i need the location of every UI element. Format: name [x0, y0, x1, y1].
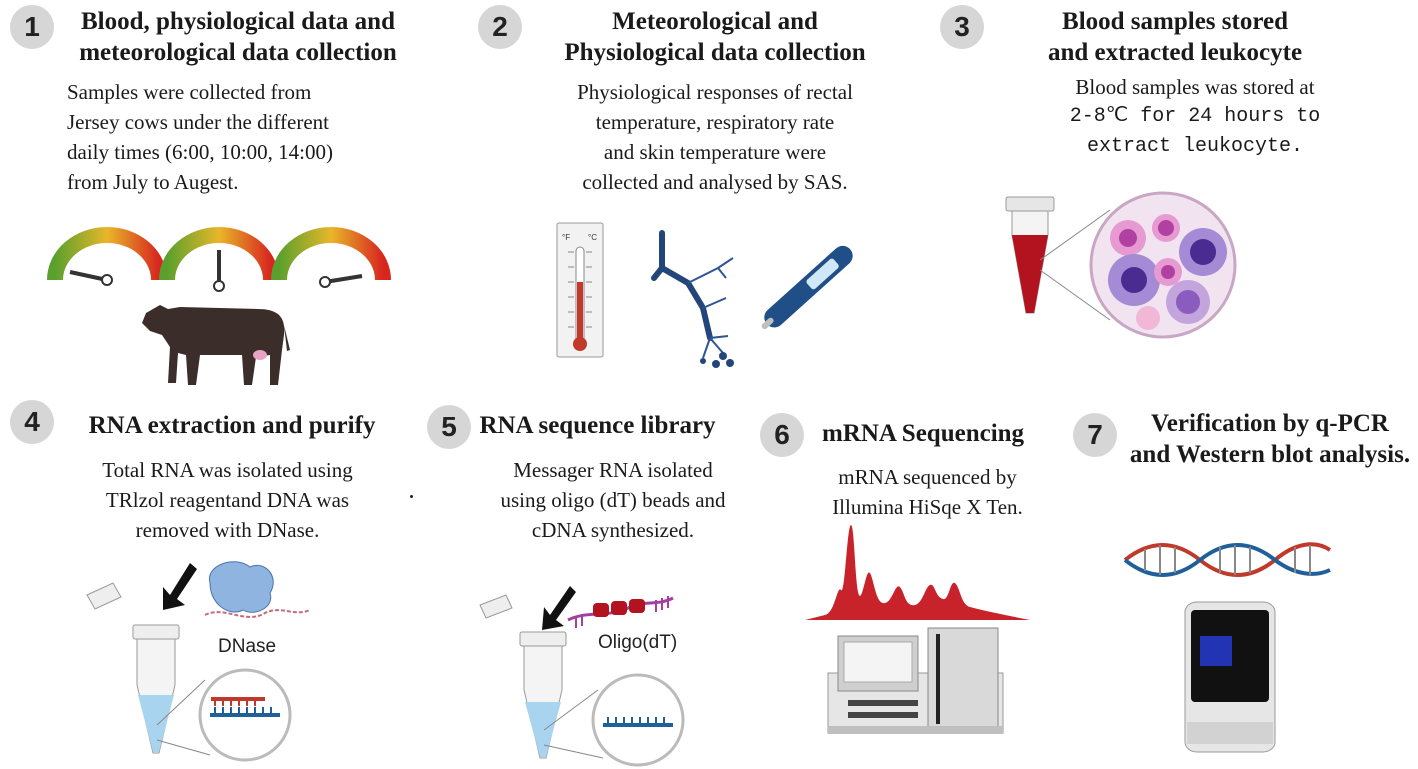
step-title-line: Blood samples stored	[1062, 8, 1288, 35]
step-title-line: RNA extraction and purify	[88, 412, 376, 439]
desc-line: TRlzol reagentand DNA was	[105, 488, 350, 512]
step-number-badge: 2	[478, 5, 522, 49]
cow-icon	[142, 305, 290, 385]
lungs-icon	[651, 230, 734, 368]
arrow-icon	[542, 586, 576, 630]
step-title-line: Verification by q-PCR	[1151, 410, 1389, 437]
step-title: Blood samples stored and extracted leuko…	[1015, 6, 1335, 68]
desc-line: daily times (6:00, 10:00, 14:00)	[67, 140, 333, 164]
step-title: Meteorological and Physiological data co…	[540, 6, 890, 68]
thermometer-icon: °F °C	[556, 222, 604, 358]
sequencing-peaks-icon	[805, 525, 1030, 620]
step-title-line: RNA sequence library	[479, 412, 716, 439]
stray-dot	[410, 495, 413, 498]
step-number-badge: 4	[10, 400, 54, 444]
tube-icon	[479, 594, 567, 759]
sequencer-icon	[827, 627, 1004, 734]
step-title-line: mRNA Sequencing	[821, 420, 1025, 447]
desc-line: Blood samples was stored at	[1075, 75, 1315, 99]
step-number-badge: 3	[940, 5, 984, 49]
step-number-badge: 5	[427, 405, 471, 449]
arrow-icon	[163, 563, 197, 610]
step-number-badge: 7	[1073, 413, 1117, 457]
desc-line: and skin temperature were	[603, 140, 827, 164]
step-title-line: meteorological data collection	[79, 39, 397, 66]
step-title-line: and extracted leukocyte	[1047, 39, 1303, 66]
dna-helix-icon	[1123, 542, 1332, 577]
step-description: Messager RNA isolated using oligo (dT) b…	[458, 455, 768, 545]
desc-line: using oligo (dT) beads and	[500, 488, 726, 512]
desc-line: Messager RNA isolated	[513, 458, 713, 482]
step-title: Blood, physiological data and meteorolog…	[58, 6, 418, 68]
gauge-icon	[47, 227, 167, 286]
step-title: RNA sequence library	[470, 410, 725, 441]
tube-icon	[86, 582, 180, 754]
step-title-line: Blood, physiological data and	[81, 8, 395, 35]
cdna-zoom-icon	[591, 673, 685, 767]
step4-illustration: DNase	[86, 561, 311, 762]
desc-line: Total RNA was isolated using	[102, 458, 353, 482]
desc-line: 2-8℃ for 24 hours to	[1069, 105, 1321, 128]
desc-line: from July to Augest.	[67, 170, 239, 194]
unit-label-f: °F	[562, 233, 570, 242]
blood-tube-icon	[1005, 196, 1055, 314]
step-number-badge: 1	[10, 5, 54, 49]
desc-line: removed with DNase.	[135, 518, 320, 542]
desc-line: collected and analysed by SAS.	[582, 170, 848, 194]
gauge-icon	[271, 227, 391, 288]
desc-line: Illumina HiSqe X Ten.	[832, 495, 1023, 519]
step-number-badge: 6	[760, 413, 804, 457]
leukocyte-cells-icon	[1089, 191, 1237, 339]
step-title: mRNA Sequencing	[808, 418, 1038, 449]
step-description: Physiological responses of rectal temper…	[530, 77, 900, 197]
step-description: Blood samples was stored at 2-8℃ for 24 …	[1030, 72, 1360, 162]
step-description: mRNA sequenced by Illumina HiSqe X Ten.	[795, 462, 1060, 522]
digital-thermometer-icon	[761, 245, 853, 330]
unit-label-c: °C	[588, 233, 597, 242]
step5-illustration: Oligo(dT)	[479, 586, 685, 767]
desc-line: cDNA synthesized.	[531, 518, 695, 542]
zoom-lines	[1039, 209, 1111, 321]
step-title-line: Meteorological and	[612, 8, 818, 35]
desc-line: Samples were collected from	[67, 80, 312, 104]
desc-line: mRNA sequenced by	[838, 465, 1017, 489]
step-title-line: and Western blot analysis.	[1129, 441, 1411, 468]
step-title: Verification by q-PCR and Western blot a…	[1125, 408, 1415, 470]
desc-line: Jersey cows under the different	[67, 110, 330, 134]
step-description: Samples were collected from Jersey cows …	[67, 77, 407, 197]
desc-line: temperature, respiratory rate	[595, 110, 835, 134]
step-description: Total RNA was isolated using TRlzol reag…	[55, 455, 400, 545]
gauges-icon	[47, 227, 391, 292]
dnase-label: DNase	[218, 636, 276, 657]
desc-line: Physiological responses of rectal	[577, 80, 853, 104]
gauge-icon	[159, 227, 279, 292]
step-title: RNA extraction and purify	[72, 410, 392, 441]
beads-icon	[567, 596, 674, 628]
oligo-dt-label: Oligo(dT)	[598, 632, 677, 653]
step-title-line: Physiological data collection	[564, 39, 866, 66]
qpcr-machine-icon	[1184, 601, 1276, 753]
rna-dna-zoom-icon	[198, 668, 292, 762]
desc-line: extract leukocyte.	[1086, 135, 1304, 158]
enzyme-icon	[204, 561, 311, 618]
